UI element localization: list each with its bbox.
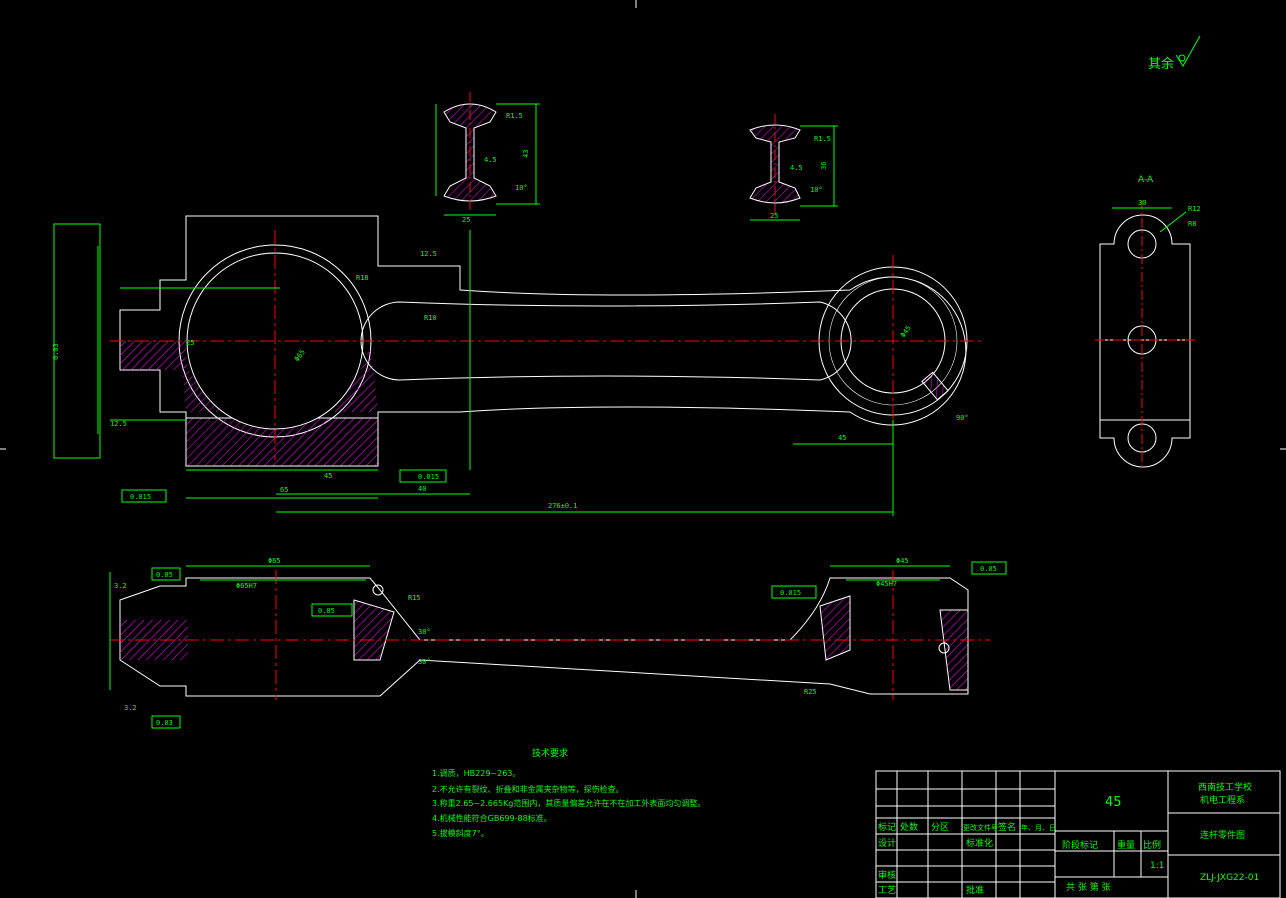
section-view-2: 25 36 4.5 R1.5 10° [749, 114, 838, 221]
title-block [875, 770, 1281, 898]
svg-text:3.2: 3.2 [124, 704, 137, 712]
notes-title: 技术要求 [532, 747, 568, 759]
svg-text:其余: 其余 [1148, 56, 1174, 72]
svg-text:0.05: 0.05 [156, 571, 173, 579]
svg-text:10°: 10° [515, 184, 528, 192]
svg-text:处数: 处数 [900, 821, 918, 833]
svg-text:90°: 90° [956, 414, 969, 422]
svg-text:0.05: 0.05 [980, 565, 997, 573]
dept-name: 机电工程系 [1200, 794, 1245, 806]
drawing-number: ZLJ-JXG22-01 [1200, 873, 1259, 883]
svg-text:R10: R10 [424, 314, 437, 322]
scale-value: 1:1 [1150, 861, 1164, 871]
svg-text:Φ45: Φ45 [896, 557, 909, 565]
svg-text:R12: R12 [1188, 205, 1201, 213]
aa-view: A-A 30 R12 R8 [1095, 175, 1201, 470]
svg-text:设计: 设计 [878, 837, 896, 849]
svg-text:30°: 30° [418, 658, 431, 666]
svg-text:65: 65 [280, 486, 288, 494]
svg-text:40: 40 [418, 485, 426, 493]
note-line: 4.机械性能符合GB699-88标准。 [432, 813, 552, 823]
svg-text:Φ45: Φ45 [899, 324, 913, 339]
svg-text:0.03: 0.03 [156, 719, 173, 727]
svg-text:Φ65: Φ65 [268, 557, 281, 565]
svg-text:Φ65H7: Φ65H7 [236, 582, 257, 590]
svg-text:重量: 重量 [1117, 839, 1135, 851]
svg-text:0.03: 0.03 [52, 343, 60, 360]
svg-text:年、月、日: 年、月、日 [1021, 823, 1056, 832]
note-line: 5.拔模斜度7°。 [432, 828, 489, 838]
note-line: 1.调质，HB229~263。 [432, 768, 520, 778]
material: 45 [1105, 795, 1122, 810]
section-view-1: 25 43 4.5 R1.5 10° [435, 92, 540, 224]
svg-text:R15: R15 [408, 594, 421, 602]
svg-text:25: 25 [462, 216, 470, 224]
svg-text:分区: 分区 [931, 822, 949, 833]
main-view: 276±0.1 45 40 45 65 Φ65 Φ45 R18 R10 25 1… [52, 215, 985, 516]
svg-text:25: 25 [186, 339, 194, 347]
part-name: 连杆零件图 [1200, 829, 1245, 841]
svg-text:R18: R18 [356, 274, 369, 282]
svg-text:R8: R8 [1188, 220, 1196, 228]
svg-text:12.5: 12.5 [110, 420, 127, 428]
svg-text:共 张 第 张: 共 张 第 张 [1066, 881, 1111, 893]
note-line: 2.不允许有裂纹、折叠和非金属夹杂物等，探伤检查。 [432, 784, 624, 794]
svg-text:4.5: 4.5 [790, 164, 803, 172]
roughness-note: 其余 [1148, 35, 1201, 72]
svg-text:阶段标记: 阶段标记 [1062, 839, 1098, 851]
svg-text:25: 25 [770, 212, 778, 220]
svg-text:4.5: 4.5 [484, 156, 497, 164]
note-line: 3.称重2.65~2.665Kg范围内，其质量偏差允许在不在加工外表面均匀调整。 [432, 798, 705, 808]
svg-text:12.5: 12.5 [420, 250, 437, 258]
svg-text:0.015: 0.015 [780, 589, 801, 597]
svg-text:标记: 标记 [878, 821, 896, 833]
svg-text:30°: 30° [418, 628, 431, 636]
title-block-text: 45 西南技工学校 机电工程系 连杆零件图 ZLJ-JXG22-01 1:1 阶… [878, 781, 1259, 896]
svg-text:276±0.1: 276±0.1 [548, 502, 578, 510]
svg-text:更改文件号: 更改文件号 [963, 823, 998, 832]
technical-notes: 技术要求 1.调质，HB229~263。 2.不允许有裂纹、折叠和非金属夹杂物等… [432, 747, 705, 838]
svg-text:3.2: 3.2 [114, 582, 127, 590]
svg-text:0.05: 0.05 [318, 607, 335, 615]
svg-text:43: 43 [522, 150, 530, 158]
svg-text:R25: R25 [804, 688, 817, 696]
svg-text:36: 36 [820, 162, 828, 170]
svg-text:45: 45 [838, 434, 846, 442]
svg-text:签名: 签名 [998, 821, 1016, 833]
svg-text:30: 30 [1138, 199, 1146, 207]
svg-text:10°: 10° [810, 186, 823, 194]
svg-text:批准: 批准 [966, 884, 984, 896]
svg-text:0.015: 0.015 [130, 493, 151, 501]
svg-text:标准化: 标准化 [966, 837, 993, 849]
svg-text:Φ45H7: Φ45H7 [876, 580, 897, 588]
svg-text:工艺: 工艺 [878, 885, 896, 896]
svg-text:45: 45 [324, 472, 332, 480]
svg-text:R1.5: R1.5 [506, 112, 523, 120]
lower-view: Φ65 Φ65H7 Φ45 Φ45H7 R15 30° 30° R25 0.05… [109, 557, 1007, 729]
svg-text:0.015: 0.015 [418, 473, 439, 481]
svg-text:审核: 审核 [878, 869, 896, 881]
svg-text:R1.5: R1.5 [814, 135, 831, 143]
school-name: 西南技工学校 [1198, 781, 1252, 793]
svg-text:比例: 比例 [1143, 839, 1161, 851]
svg-text:A-A: A-A [1138, 175, 1154, 185]
